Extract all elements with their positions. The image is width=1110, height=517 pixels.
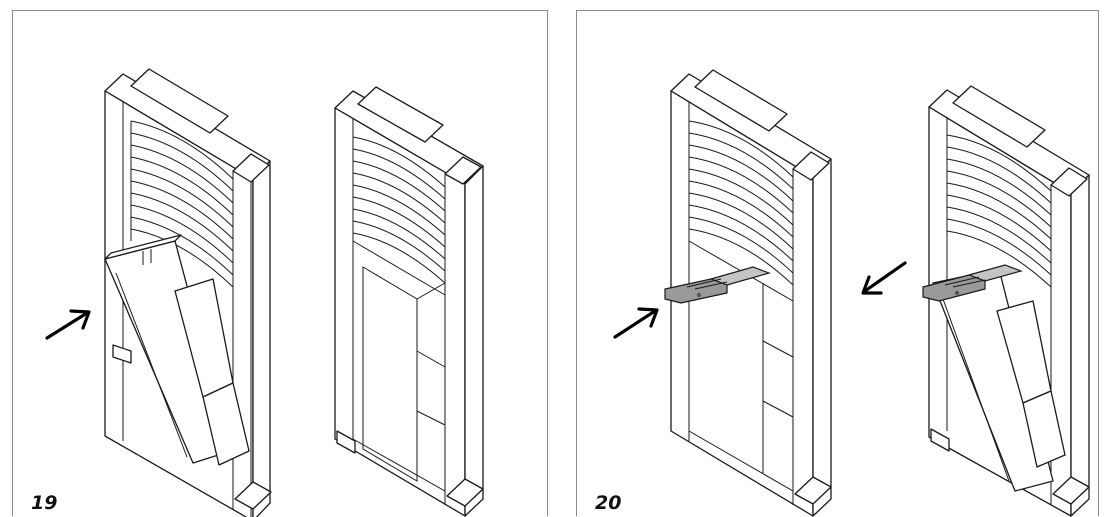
cooling-unit-filter-open: [922, 85, 1090, 517]
cooling-unit-filter-insert: [664, 69, 832, 517]
arrow-icon: [613, 307, 659, 339]
filter-pad-icon: [922, 264, 1023, 302]
cooling-unit-open-cover: [104, 68, 272, 517]
louver-grille: [130, 120, 234, 301]
arrow-icon: [861, 261, 907, 295]
step-19-illustration: [45, 68, 484, 517]
arrow-icon: [45, 309, 91, 340]
louver-grille: [946, 134, 1052, 288]
step-panel-20: 20: [576, 10, 1099, 517]
filter-pad-icon: [664, 266, 771, 304]
cooling-unit-closed: [334, 86, 484, 517]
louver-grille: [352, 136, 446, 284]
step-panel-19: 19: [12, 10, 548, 517]
louver-grille: [688, 120, 794, 286]
step-20-illustration: [613, 69, 1090, 517]
step-number: 20: [595, 492, 622, 514]
step-number: 19: [31, 492, 58, 514]
